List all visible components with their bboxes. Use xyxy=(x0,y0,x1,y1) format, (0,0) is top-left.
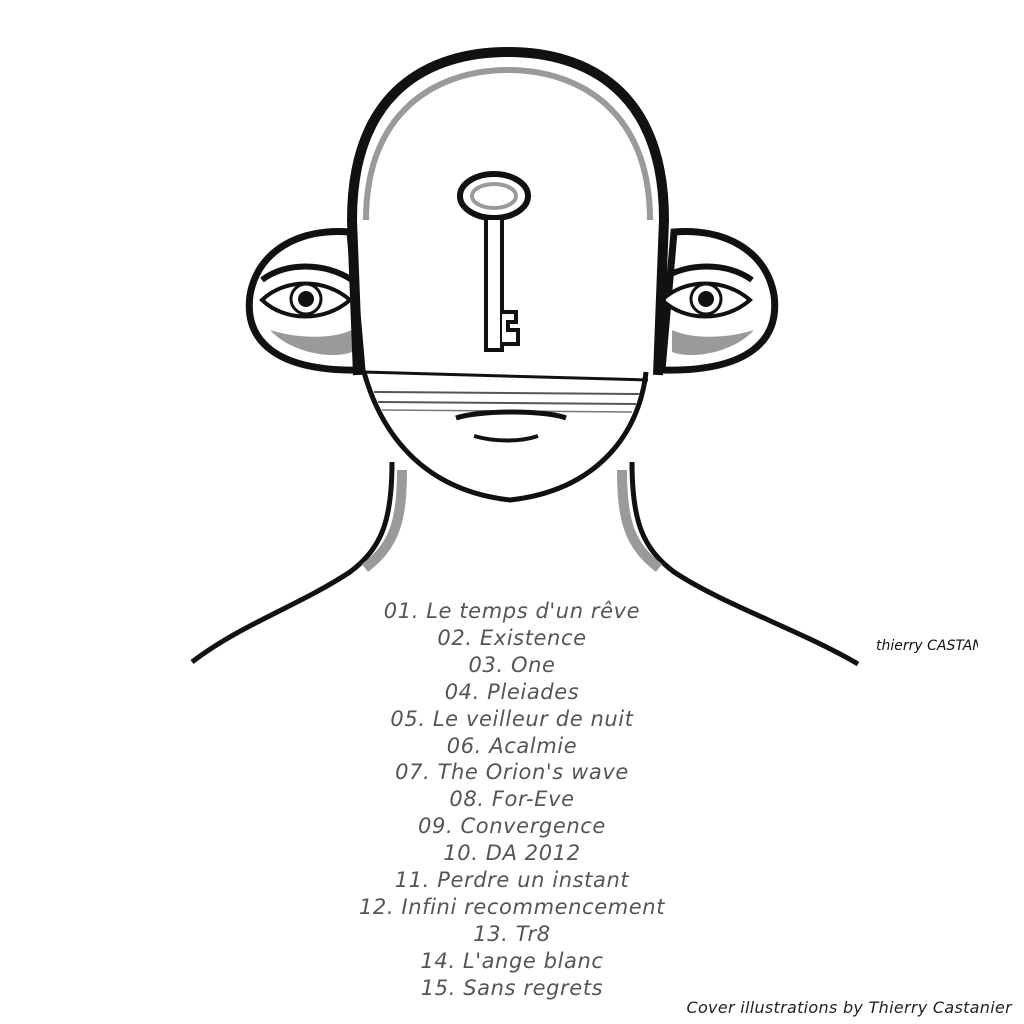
illustration-credit: Cover illustrations by Thierry Castanier xyxy=(686,998,1012,1017)
key-icon xyxy=(457,171,531,352)
track-item: 10. DA 2012 xyxy=(443,841,581,866)
tracklist: 01. Le temps d'un rêve 02. Existence 03.… xyxy=(262,598,762,1002)
track-item: 03. One xyxy=(468,652,556,677)
track-item: 05. Le veilleur de nuit xyxy=(390,706,634,731)
left-ear-eye-icon xyxy=(245,228,366,374)
head-outline xyxy=(346,46,670,503)
neck-shoulders xyxy=(190,461,860,667)
track-item: 02. Existence xyxy=(437,625,587,650)
right-ear-eye-icon xyxy=(658,228,779,374)
artist-signature: thierry CASTANIER xyxy=(876,638,978,654)
track-item: 09. Convergence xyxy=(418,814,606,839)
track-item: 12. Infini recommencement xyxy=(358,894,666,919)
track-item: 04. Pleiades xyxy=(444,679,580,704)
track-item: 08. For-Eve xyxy=(449,787,575,812)
track-item: 06. Acalmie xyxy=(446,733,578,758)
track-item: 01. Le temps d'un rêve xyxy=(383,599,641,623)
track-item: 15. Sans regrets xyxy=(420,975,604,1000)
track-item: 14. L'ange blanc xyxy=(420,948,604,973)
track-item: 13. Tr8 xyxy=(473,921,551,946)
svg-text:thierry CASTANIER: thierry CASTANIER xyxy=(876,638,978,654)
track-item: 11. Perdre un instant xyxy=(394,868,630,893)
mouth-icon xyxy=(455,409,567,443)
track-item: 07. The Orion's wave xyxy=(395,760,629,785)
